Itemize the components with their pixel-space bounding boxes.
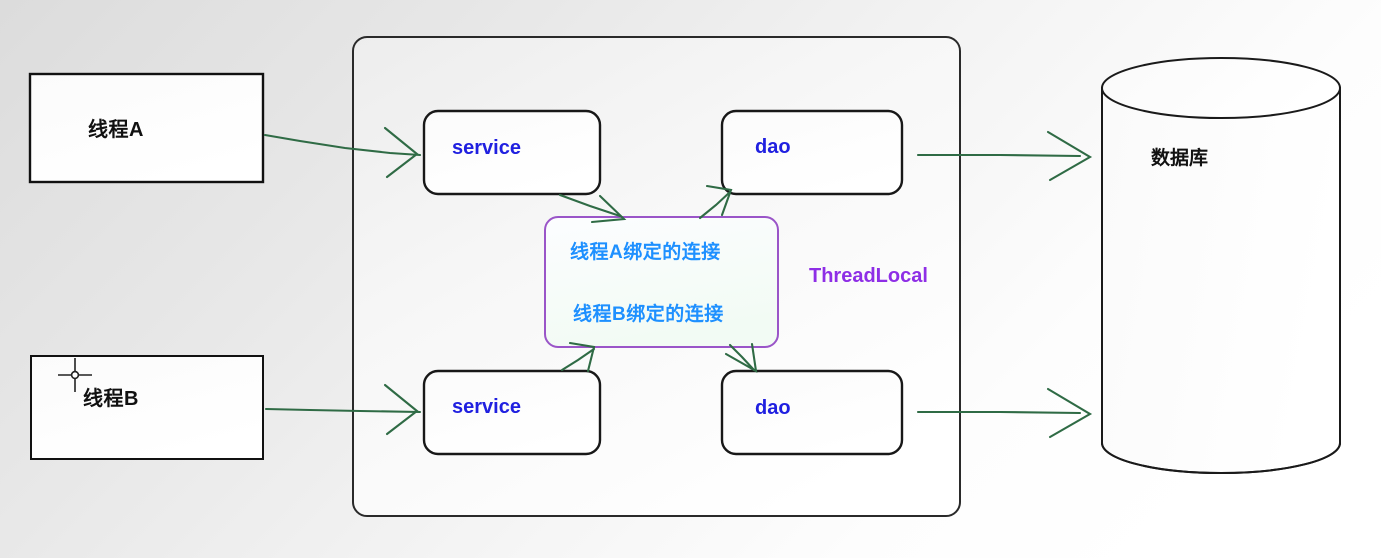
arrow-dao-top-to-database (916, 153, 1082, 158)
crosshair-cursor (58, 358, 92, 392)
arrow-service-top-to-threadlocal (558, 193, 622, 218)
arrowhead-threadlocal-to-dao-bottom (724, 342, 758, 373)
dao-top-box[interactable] (720, 109, 904, 196)
threadlocal-box[interactable] (544, 216, 779, 348)
arrow-threadlocal-to-dao-bottom (728, 343, 756, 372)
arrowhead-service-top-to-threadlocal (590, 194, 627, 224)
arrowhead-dao-top-to-database (1046, 130, 1093, 182)
arrowhead-threadlocal-to-dao-top (705, 184, 733, 217)
thread-b-box[interactable] (30, 355, 264, 460)
database-cylinder[interactable] (1101, 57, 1341, 474)
arrow-service-bottom-to-threadlocal (560, 347, 596, 372)
service-bottom-box[interactable] (422, 369, 602, 456)
arrow-thread-a-to-service (263, 133, 422, 157)
arrow-thread-b-to-service (264, 407, 422, 414)
arrow-dao-bottom-to-database (916, 410, 1082, 415)
arrowhead-thread-b-to-service (383, 383, 419, 436)
arrow-threadlocal-to-dao-top (698, 190, 732, 220)
arrowhead-dao-bottom-to-database (1046, 387, 1093, 439)
service-top-box[interactable] (422, 109, 602, 196)
thread-a-box[interactable] (28, 72, 265, 184)
arrowhead-service-bottom-to-threadlocal (568, 341, 596, 373)
dao-bottom-box[interactable] (720, 369, 904, 456)
arrowhead-thread-a-to-service (383, 126, 419, 179)
